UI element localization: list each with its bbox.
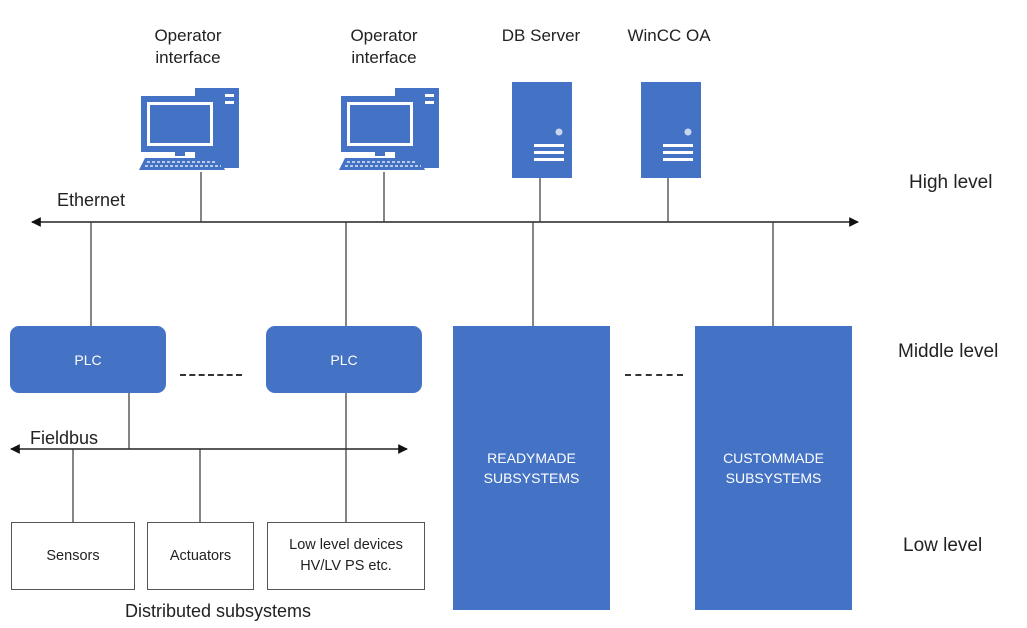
plc-2-box: PLC — [266, 326, 422, 393]
custommade-line2: SUBSYSTEMS — [725, 470, 822, 486]
fieldbus-label: Fieldbus — [30, 428, 99, 448]
actuators-box: Actuators — [147, 522, 254, 590]
operator-2-label-line1: Operator — [350, 26, 418, 45]
computer-icon — [139, 88, 239, 170]
operator-2-label: Operator interface — [324, 25, 444, 69]
level-middle-label: Middle level — [898, 341, 999, 362]
operator-1-label-line1: Operator — [154, 26, 222, 45]
readymade-line1: READYMADE — [487, 450, 576, 466]
plc-ellipsis-dashes — [180, 374, 242, 376]
wincc-label: WinCC OA — [627, 26, 711, 45]
operator-1-label: Operator interface — [128, 25, 248, 69]
custommade-line1: CUSTOMMADE — [723, 450, 824, 466]
readymade-subsystems-box: READYMADE SUBSYSTEMS — [453, 326, 610, 610]
custommade-subsystems-box: CUSTOMMADE SUBSYSTEMS — [695, 326, 852, 610]
ethernet-label: Ethernet — [57, 190, 126, 210]
low-level-devices-line1: Low level devices — [289, 537, 403, 553]
level-low-label: Low level — [903, 535, 983, 556]
distributed-subsystems-caption: Distributed subsystems — [124, 601, 312, 621]
plc-1-box: PLC — [10, 326, 166, 393]
low-level-devices-box: Low level devices HV/LV PS etc. — [267, 522, 425, 590]
computer-icon — [339, 88, 439, 170]
server-icon — [641, 82, 701, 178]
readymade-line2: SUBSYSTEMS — [483, 470, 580, 486]
subsystem-ellipsis-dashes — [625, 374, 683, 376]
low-level-devices-line2: HV/LV PS etc. — [300, 558, 392, 574]
level-high-label: High level — [909, 172, 993, 193]
sensors-box: Sensors — [11, 522, 135, 590]
server-icon — [512, 82, 572, 178]
operator-1-label-line2: interface — [155, 48, 221, 67]
operator-2-label-line2: interface — [351, 48, 417, 67]
db-server-label: DB Server — [501, 26, 581, 45]
